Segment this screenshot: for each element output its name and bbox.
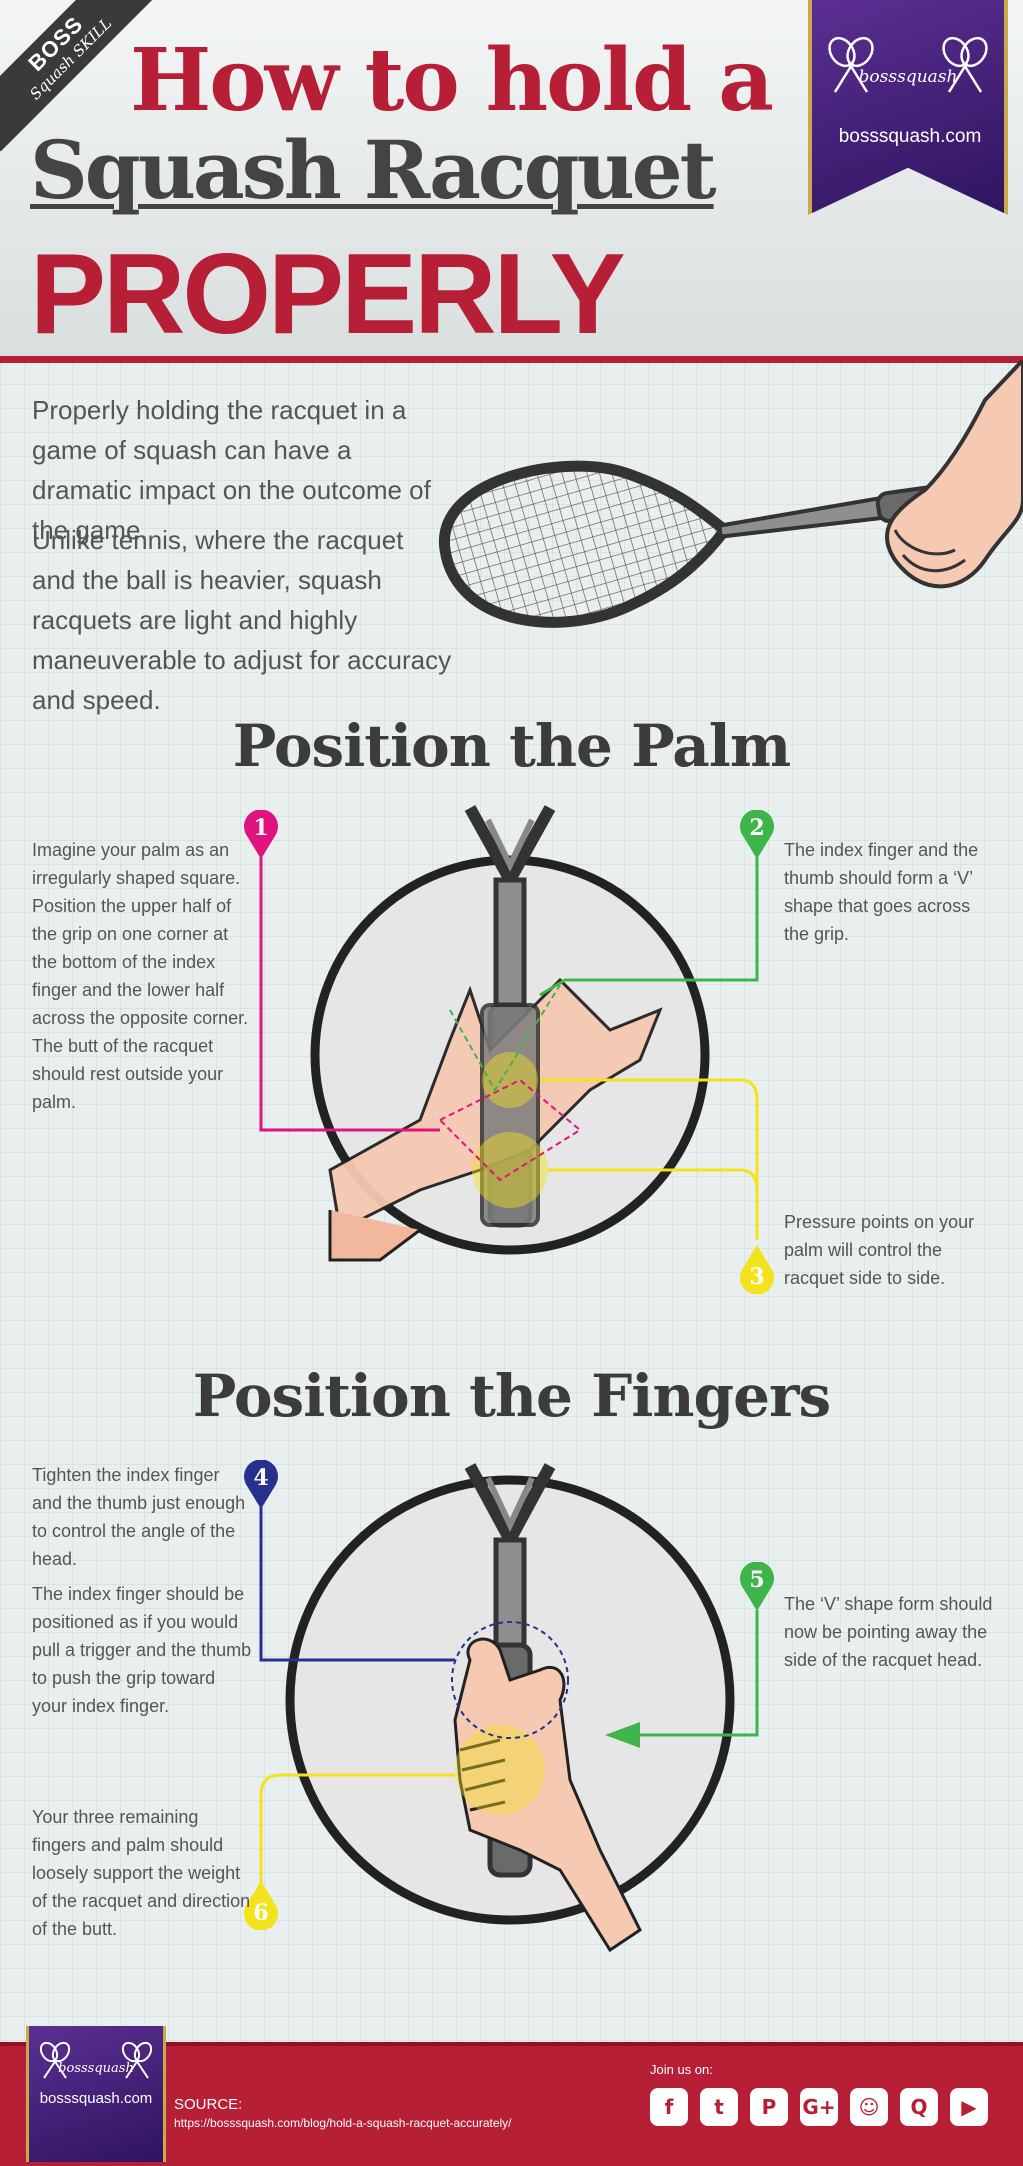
v-direction-arrow-icon xyxy=(605,1722,640,1748)
support-fingers-highlight xyxy=(455,1725,545,1815)
fingers-grip-diagram xyxy=(259,1463,759,1953)
step-4-text-a: Tighten the index finger and the thumb j… xyxy=(32,1465,246,1569)
step-2-number: 2 xyxy=(749,815,765,841)
join-us-label: Join us on: xyxy=(650,2062,713,2077)
pressure-point-lower xyxy=(472,1132,548,1208)
banner-site-url[interactable]: bosssquash.com xyxy=(838,126,982,147)
step-6-number: 6 xyxy=(253,1900,269,1926)
step-3-number: 3 xyxy=(749,1264,765,1290)
step-6-marker: 6 xyxy=(243,1880,279,1931)
step-1-number: 1 xyxy=(253,815,269,841)
step-1-marker: 1 xyxy=(243,809,279,860)
callout-line-3b xyxy=(548,1168,759,1240)
footer-logo-text: bosssquash xyxy=(58,2061,134,2076)
youtube-icon[interactable]: ▶ xyxy=(950,2088,988,2126)
source-link[interactable]: https://bosssquash.com/blog/hold-a-squas… xyxy=(174,2116,512,2130)
quora-icon[interactable]: Q xyxy=(900,2088,938,2126)
callout-line-6 xyxy=(259,1773,455,1890)
step-3-marker: 3 xyxy=(739,1244,775,1295)
racquet-head-icon xyxy=(439,460,733,628)
banner-logo-text: bosssquash xyxy=(859,67,958,87)
facebook-icon[interactable]: f xyxy=(650,2088,688,2126)
step-2-text: The index finger and the thumb should fo… xyxy=(784,840,979,944)
footer-site-url[interactable]: bosssquash.com xyxy=(39,2090,153,2107)
google-plus-icon[interactable]: G+ xyxy=(800,2088,838,2126)
step-6-text: Your three remaining fingers and palm sh… xyxy=(32,1807,251,1939)
step-3-text: Pressure points on your palm will contro… xyxy=(784,1212,975,1288)
palm-section-heading: Position the Palm xyxy=(232,712,791,780)
step-2-marker: 2 xyxy=(739,809,775,860)
pinterest-icon[interactable]: P xyxy=(750,2088,788,2126)
palm-grip-diagram xyxy=(259,805,759,1262)
step-4-number: 4 xyxy=(253,1465,269,1491)
source-label: SOURCE: xyxy=(174,2096,243,2113)
fingers-hand-icon xyxy=(453,1637,642,1953)
title-line-2: Squash Racquet xyxy=(30,123,717,217)
intro-paragraph-1: Properly holding the racquet in a game o… xyxy=(32,395,431,545)
title-line-1: How to hold a xyxy=(130,30,774,131)
callout-line-1 xyxy=(259,830,440,1132)
index-thumb-highlight xyxy=(451,1621,569,1739)
step-5-marker: 5 xyxy=(739,1561,775,1612)
v-shape-guide xyxy=(449,984,561,1092)
title-line-3: PROPERLY xyxy=(30,231,626,358)
step-4-marker: 4 xyxy=(243,1459,279,1510)
callout-line-2 xyxy=(539,830,759,997)
hand-holding-racquet-illustration xyxy=(439,360,1023,628)
reddit-icon[interactable]: ☺ xyxy=(850,2088,888,2126)
step-5-text: The ‘V’ shape form should now be pointin… xyxy=(784,1594,993,1670)
footer-logo[interactable]: bosssquash xyxy=(26,2026,166,2162)
crossed-racquets-logo-icon: bosssquash xyxy=(828,36,988,93)
step-4-text-b: The index finger should be positioned as… xyxy=(32,1584,252,1716)
intro-paragraph-2: Unlike tennis, where the racquet and the… xyxy=(32,525,452,715)
brand-banner: bosssquash xyxy=(808,0,1008,215)
twitter-icon[interactable]: t xyxy=(700,2088,738,2126)
step-1-text: Imagine your palm as an irregularly shap… xyxy=(32,840,249,1112)
pressure-point-upper xyxy=(482,1052,538,1108)
footer-crossed-racquets-icon: bosssquash xyxy=(39,2041,153,2079)
callout-line-4 xyxy=(259,1485,455,1662)
callout-line-5 xyxy=(610,1610,759,1737)
hand-icon xyxy=(884,360,1023,589)
racquet-shaft xyxy=(717,495,888,539)
fingers-section-heading: Position the Fingers xyxy=(192,1362,831,1430)
palm-square-outline xyxy=(438,1078,582,1182)
step-5-number: 5 xyxy=(749,1567,765,1593)
callout-line-3a xyxy=(540,1078,759,1240)
